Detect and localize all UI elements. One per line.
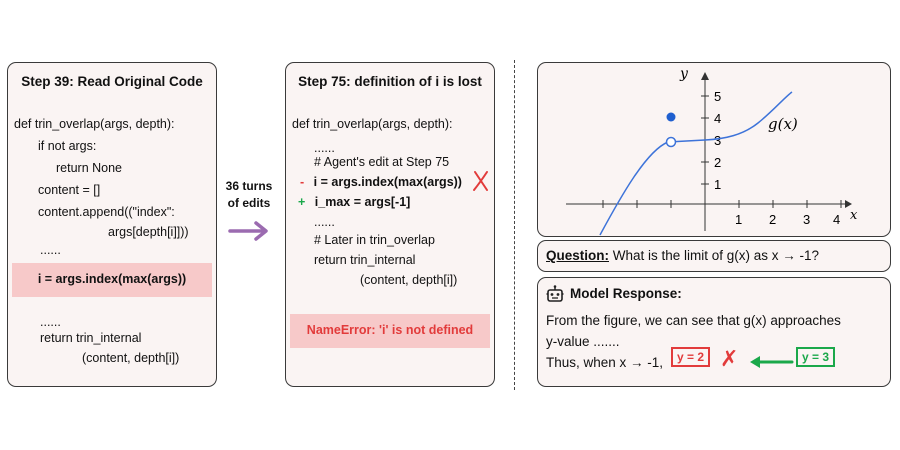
y-axis-label: y (679, 66, 689, 82)
filled-point (666, 112, 676, 122)
code-line: ...... (314, 141, 335, 155)
edited-code-panel: Step 75: definition of i is lost def tri… (285, 62, 495, 387)
added-code: i_max = args[-1] (314, 195, 411, 209)
correct-answer-box: y = 3 (796, 347, 836, 367)
x-tick-label: 3 (803, 212, 810, 227)
code-line: def trin_overlap(args, depth): (14, 117, 175, 131)
y-tick-label: 3 (714, 133, 721, 148)
name-error: NameError: 'i' is not defined (306, 323, 474, 337)
x-axis-arrow (845, 200, 852, 208)
removed-line: - i = args.index(max(args)) (300, 175, 462, 189)
robot-icon (546, 285, 564, 302)
edits-label-line2: of edits (227, 196, 271, 210)
edits-label-line1: 36 turns (225, 179, 273, 193)
minus-marker: - (300, 175, 305, 189)
response-title: Model Response: (570, 286, 682, 301)
y-tick-label: 2 (714, 155, 721, 170)
code-line: content = [] (38, 183, 101, 197)
code-line: (content, depth[i]) (82, 351, 180, 365)
code-comment: # Later in trin_overlap (314, 233, 435, 247)
y-tick-label: 1 (714, 177, 721, 192)
code-line: return None (56, 161, 123, 175)
section-divider (514, 60, 515, 390)
function-graph: y x 1 2 3 4 1 2 3 4 5 (566, 66, 858, 236)
x-ticks (602, 200, 842, 208)
cross-icon (473, 171, 488, 191)
code-line: ...... (314, 215, 335, 229)
removed-code: i = args.index(max(args)) (313, 175, 462, 189)
question-label: Question: (546, 248, 609, 263)
definition-of-i: i = args.index(max(args)) (37, 272, 187, 286)
question-body: What is the limit of g(x) as x → -1? (612, 248, 820, 263)
x-axis-label: x (850, 208, 858, 223)
y-tick-label: 4 (714, 111, 721, 126)
question-panel: Question: What is the limit of g(x) as x… (537, 240, 891, 272)
wrong-answer-box: y = 2 (671, 347, 711, 367)
code-line: (content, depth[i]) (360, 273, 458, 287)
code-line: return trin_internal (314, 253, 416, 267)
response-line1: From the figure, we can see that g(x) ap… (546, 313, 841, 328)
error-highlight: NameError: 'i' is not defined (290, 314, 490, 348)
plus-marker: + (298, 195, 306, 209)
highlighted-line: i = args.index(max(args)) (12, 263, 212, 297)
right-arrow-icon (228, 221, 268, 241)
code-line: ...... (40, 243, 61, 257)
wrong-cross-icon: ✗ (720, 346, 739, 371)
edits-label: 36 turns of edits (216, 178, 282, 212)
function-label: g(x) (768, 115, 798, 133)
y-axis-arrow (701, 72, 709, 80)
step39-title: Step 39: Read Original Code (21, 74, 203, 89)
original-code-panel: Step 39: Read Original Code def trin_ove… (7, 62, 217, 387)
x-tick-label: 1 (735, 212, 742, 227)
open-point (665, 136, 677, 148)
question-text: Question: What is the limit of g(x) as x… (546, 248, 819, 263)
code-line: args[depth[i]])) (108, 225, 189, 239)
response-panel: Model Response: From the figure, we can … (537, 277, 891, 387)
graph-panel: y x 1 2 3 4 1 2 3 4 5 (537, 62, 891, 237)
added-line: + i_max = args[-1] (298, 195, 410, 209)
step75-title: Step 75: definition of i is lost (298, 74, 482, 89)
left-arrow-icon (750, 356, 794, 368)
x-tick-label: 2 (769, 212, 776, 227)
g-curve (599, 91, 793, 236)
code-line: content.append(("index": (38, 205, 175, 219)
code-line: return trin_internal (40, 331, 142, 345)
code-line: if not args: (38, 139, 97, 153)
y-tick-label: 5 (714, 89, 721, 104)
x-tick-label: 4 (833, 212, 840, 227)
code-line: ...... (40, 315, 61, 329)
response-line2: y-value ....... (546, 334, 620, 349)
code-line: def trin_overlap(args, depth): (292, 117, 453, 131)
code-comment: # Agent's edit at Step 75 (314, 155, 450, 169)
response-line3: Thus, when x → -1, (546, 355, 664, 370)
